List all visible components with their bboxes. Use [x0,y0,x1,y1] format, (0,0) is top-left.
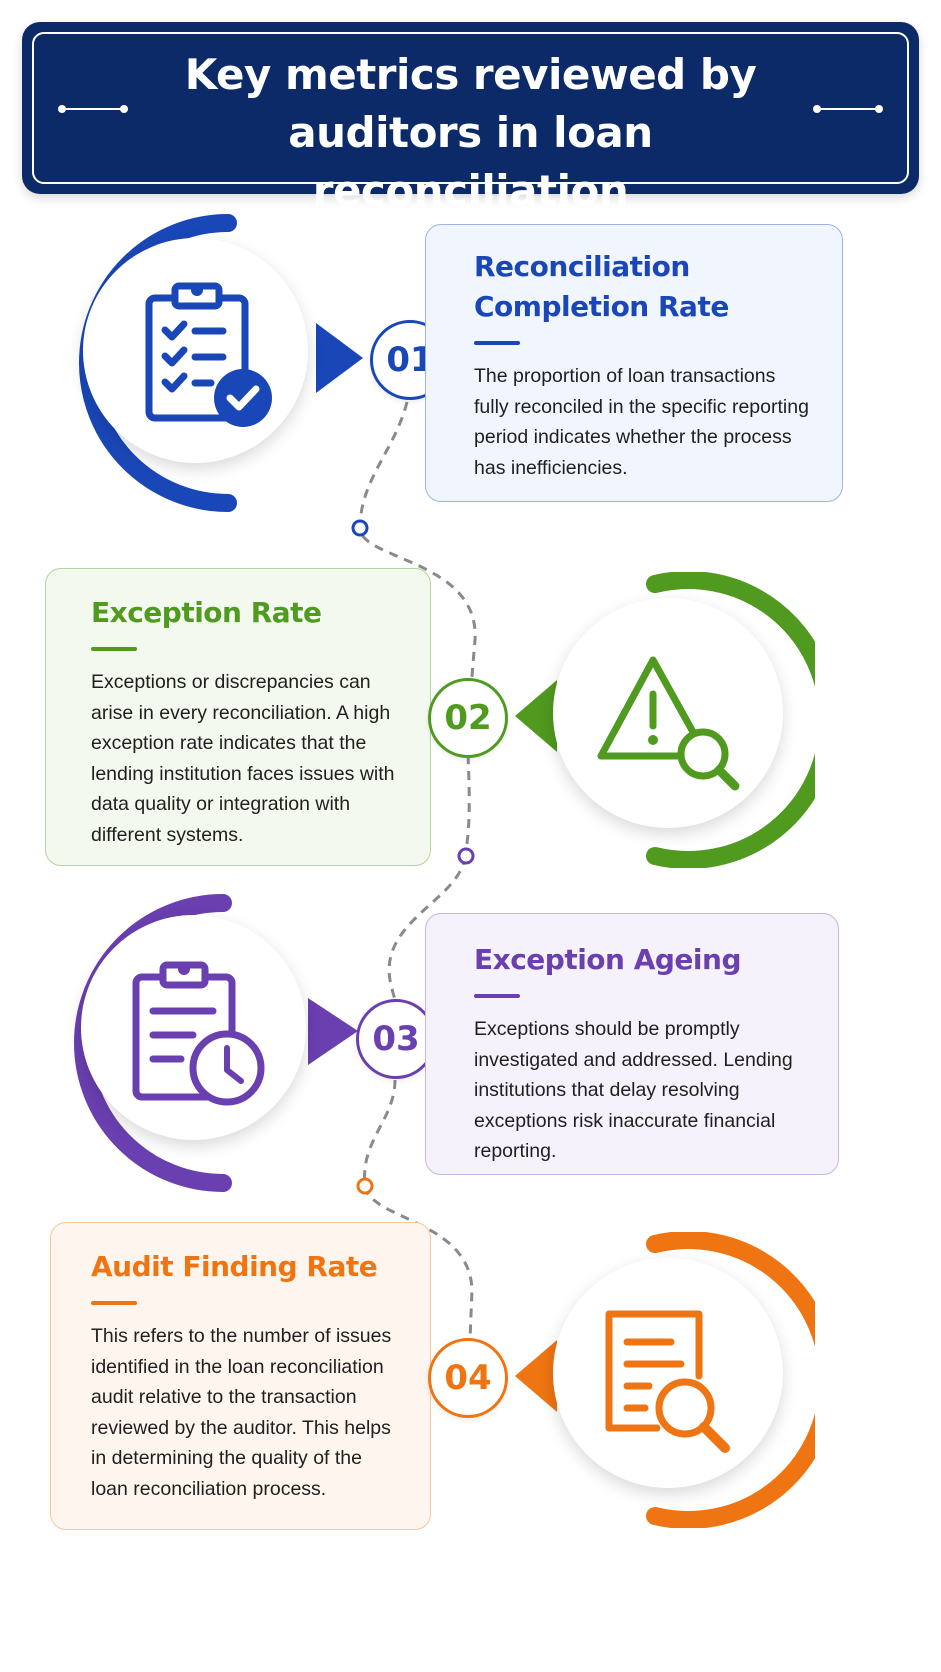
step-number-2: 02 [428,678,508,758]
title-underline-3 [474,994,520,998]
clipboard-clock-icon [132,961,265,1106]
icon-circle-3 [81,915,306,1140]
title-banner-border [32,32,909,184]
left-decoration-line [58,105,128,113]
metric-description-1: The proportion of loan transactions full… [474,365,809,479]
icon-circle-1 [83,238,308,463]
step-number-3: 03 [356,999,436,1079]
metric-title-1: Reconciliation Completion Rate [474,250,729,323]
page-title: Key metrics reviewed by auditors in loan… [184,50,757,215]
metric-card-4: Audit Finding Rate This refers to the nu… [50,1222,431,1530]
metric-card-1: Reconciliation Completion Rate The propo… [425,224,843,502]
title-underline-1 [474,341,520,345]
metric-description-4: This refers to the number of issues iden… [91,1325,392,1500]
warning-search-icon [597,656,740,791]
metric-card-3: Exception Ageing Exceptions should be pr… [425,913,839,1175]
clipboard-check-icon [145,282,272,427]
metric-title-4: Audit Finding Rate [91,1250,378,1283]
metric-description-2: Exceptions or discrepancies can arise in… [91,671,395,846]
title-underline-2 [91,647,137,651]
metric-description-3: Exceptions should be promptly investigat… [474,1018,793,1162]
connector-dot-1 [351,519,369,537]
ring-arc-2 [515,572,815,868]
title-underline-4 [91,1301,137,1305]
right-decoration-line [813,105,883,113]
connector-dot-3 [356,1177,374,1195]
ring-arc-4 [515,1232,815,1528]
metric-card-2: Exception Rate Exceptions or discrepanci… [45,568,431,866]
step-number-4: 04 [428,1338,508,1418]
title-banner: Key metrics reviewed by auditors in loan… [22,22,919,215]
connector-dot-2 [457,847,475,865]
icon-circle-4 [553,1258,783,1488]
metric-title-2: Exception Rate [91,596,322,629]
metric-title-3: Exception Ageing [474,943,742,976]
document-search-icon [605,1310,730,1453]
icon-circle-2 [553,598,783,828]
